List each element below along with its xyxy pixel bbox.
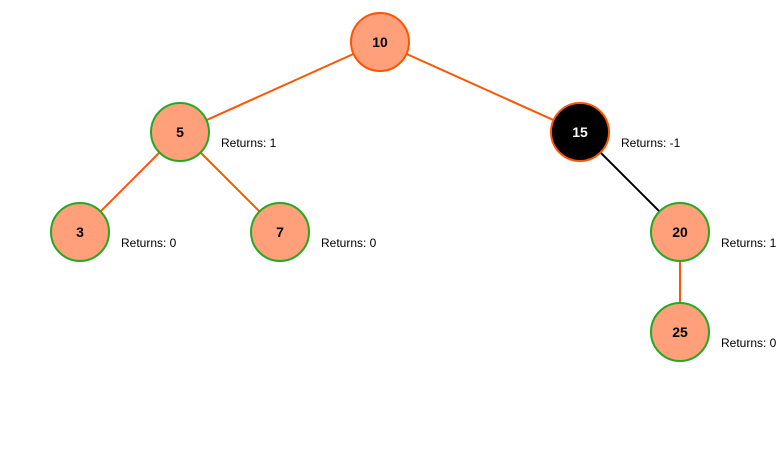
edge-10-5 (179, 41, 381, 133)
node-circle (50, 202, 110, 262)
node-value-label: 25 (672, 324, 688, 340)
edge-10-15 (379, 41, 581, 133)
node-value-label: 5 (176, 124, 184, 140)
returns-label-25: Returns: 0 (721, 336, 777, 350)
node-value-label: 15 (572, 124, 588, 140)
tree-node-25[interactable]: 25 (650, 302, 710, 362)
node-value-label: 10 (372, 34, 388, 50)
tree-node-10[interactable]: 10 (350, 12, 410, 72)
node-circle (650, 202, 710, 262)
node-circle (150, 102, 210, 162)
node-value-label: 20 (672, 224, 688, 240)
tree-node-15[interactable]: 15 (550, 102, 610, 162)
node-value-label: 7 (276, 224, 284, 240)
returns-label-7: Returns: 0 (321, 236, 377, 250)
tree-node-7[interactable]: 7 (250, 202, 310, 262)
tree-node-3[interactable]: 3 (50, 202, 110, 262)
node-value-label: 3 (76, 224, 84, 240)
node-circle (650, 302, 710, 362)
node-circle (350, 12, 410, 72)
returns-label-5: Returns: 1 (221, 136, 277, 150)
tree-node-20[interactable]: 20 (650, 202, 710, 262)
node-circle (250, 202, 310, 262)
tree-nodes: 10 5 15 3 7 20 25 (50, 12, 710, 362)
tree-edges (79, 41, 681, 332)
tree-node-5[interactable]: 5 (150, 102, 210, 162)
node-circle (550, 102, 610, 162)
returns-label-3: Returns: 0 (121, 236, 177, 250)
returns-label-15: Returns: -1 (621, 136, 681, 150)
returns-label-20: Returns: 1 (721, 236, 777, 250)
